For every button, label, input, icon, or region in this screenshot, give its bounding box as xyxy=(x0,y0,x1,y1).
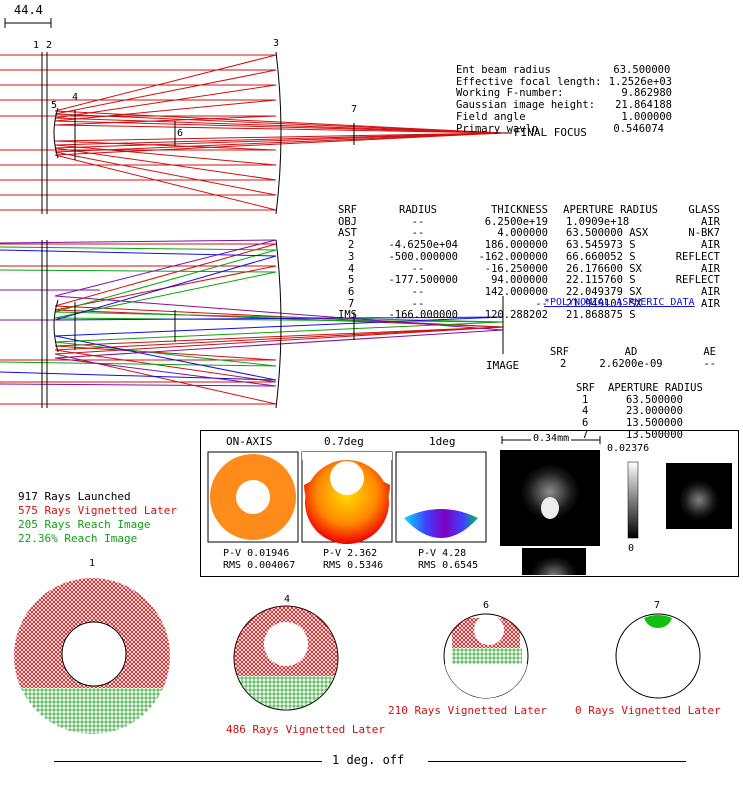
footprint-diagrams xyxy=(14,578,701,734)
07deg-rms: RMS 0.5346 xyxy=(323,560,384,571)
rays-reach-image: 205 Rays Reach Image xyxy=(18,518,151,531)
wavefront-psf-panel xyxy=(200,430,739,577)
colorbar-max: 0.02376 xyxy=(607,443,650,454)
wavefront-maps xyxy=(207,436,732,575)
info-row: Effective focal length:1.2526e+03 xyxy=(456,75,672,88)
footer-rule-right xyxy=(428,761,686,762)
on-axis-pv: P-V 0.01946 xyxy=(223,548,290,559)
psf-images xyxy=(500,436,732,575)
percent-reach-image: 22.36% Reach Image xyxy=(18,532,138,545)
surface-marker-5: 5 xyxy=(51,100,58,111)
rays-launched: 917 Rays Launched xyxy=(18,490,131,503)
final-focus-label: FINAL FOCUS xyxy=(514,126,587,139)
footprint-surface-6 xyxy=(443,613,529,699)
footprint-label-1: 1 xyxy=(89,558,96,569)
wavefront-map-on-axis xyxy=(207,451,299,543)
wavefront-map-1deg xyxy=(395,451,487,543)
footprint-surface-1 xyxy=(14,578,170,734)
wavefront-title-1deg: 1deg xyxy=(429,435,456,448)
footprint-caption-6: 210 Rays Vignetted Later xyxy=(388,704,547,717)
scale-bar xyxy=(4,18,52,28)
rays-vignetted: 575 Rays Vignetted Later xyxy=(18,504,177,517)
footprint-caption-4: 486 Rays Vignetted Later xyxy=(226,723,385,736)
optical-layout xyxy=(0,18,512,409)
footprint-surface-4 xyxy=(233,605,339,711)
lower-surfaces xyxy=(41,239,504,409)
surface-marker-1: 1 xyxy=(33,40,40,51)
1deg-pv: P-V 4.28 xyxy=(418,548,467,559)
image-label: IMAGE xyxy=(486,359,520,372)
scale-bar-label: 44.4 xyxy=(14,3,43,17)
surface-table-header: SRF RADIUS THICKNESS APERTURE RADIUS GLA… xyxy=(338,204,720,216)
footprint-label-4: 4 xyxy=(284,594,291,605)
wavefront-title-07deg: 0.7deg xyxy=(324,435,364,448)
surface-table: SRF RADIUS THICKNESS APERTURE RADIUS GLA… xyxy=(338,167,720,341)
surface-marker-7: 7 xyxy=(351,104,358,115)
colorbar-min: 0 xyxy=(628,543,635,554)
wavefront-map-07deg xyxy=(301,451,393,544)
info-row: Gaussian image height:21.864188 xyxy=(456,99,672,112)
info-row: Working F-number:9.862980 xyxy=(456,87,672,100)
upper-surfaces xyxy=(41,51,355,215)
polynomial-asphere-link[interactable]: *POLYNOMIAL ASPHERIC DATA xyxy=(544,297,695,308)
07deg-pv: P-V 2.362 xyxy=(323,548,378,559)
surface-marker-6: 6 xyxy=(177,128,184,139)
surface-marker-3: 3 xyxy=(273,38,280,49)
lower-ray-trace xyxy=(0,239,504,405)
footprint-surface-7 xyxy=(615,613,701,699)
psf-scale-label: 0.34mm xyxy=(531,433,572,444)
footer-label: 1 deg. off xyxy=(332,753,405,767)
on-axis-rms: RMS 0.004067 xyxy=(223,560,296,571)
upper-ray-trace xyxy=(0,54,504,211)
footer-rule-left xyxy=(54,761,322,762)
1deg-rms: RMS 0.6545 xyxy=(418,560,479,571)
footprint-label-7: 7 xyxy=(654,600,661,611)
surface-marker-4: 4 xyxy=(72,92,79,103)
wavefront-title-on-axis: ON-AXIS xyxy=(226,435,273,448)
footprint-label-6: 6 xyxy=(483,600,490,611)
footprint-caption-7: 0 Rays Vignetted Later xyxy=(575,704,721,717)
surface-marker-2: 2 xyxy=(46,40,53,51)
